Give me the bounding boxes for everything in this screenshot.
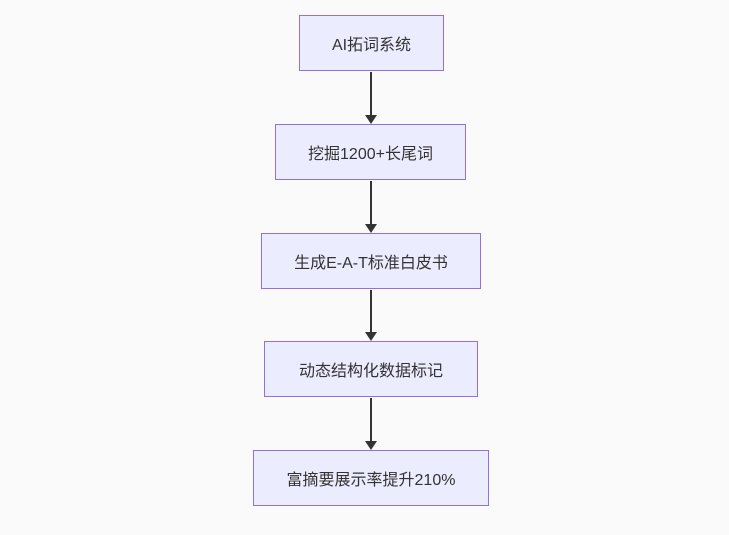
flow-arrow: [365, 72, 377, 124]
arrow-line: [370, 181, 372, 224]
flow-node-ai-word-expansion-system: AI拓词系统: [299, 15, 444, 71]
flow-arrow: [365, 398, 377, 450]
flow-arrow: [365, 290, 377, 341]
arrow-down-icon: [365, 115, 377, 124]
arrow-line: [370, 290, 372, 332]
flow-arrow: [365, 181, 377, 233]
arrow-down-icon: [365, 332, 377, 341]
flow-node-generate-eat-whitepaper: 生成E-A-T标准白皮书: [261, 233, 481, 289]
flow-node-rich-snippet-rate-increase: 富摘要展示率提升210%: [253, 450, 489, 506]
arrow-line: [370, 72, 372, 115]
flow-node-mine-longtail-keywords: 挖掘1200+长尾词: [275, 124, 466, 180]
arrow-line: [370, 398, 372, 441]
arrow-down-icon: [365, 224, 377, 233]
arrow-down-icon: [365, 441, 377, 450]
flow-node-dynamic-structured-data-markup: 动态结构化数据标记: [264, 341, 478, 397]
